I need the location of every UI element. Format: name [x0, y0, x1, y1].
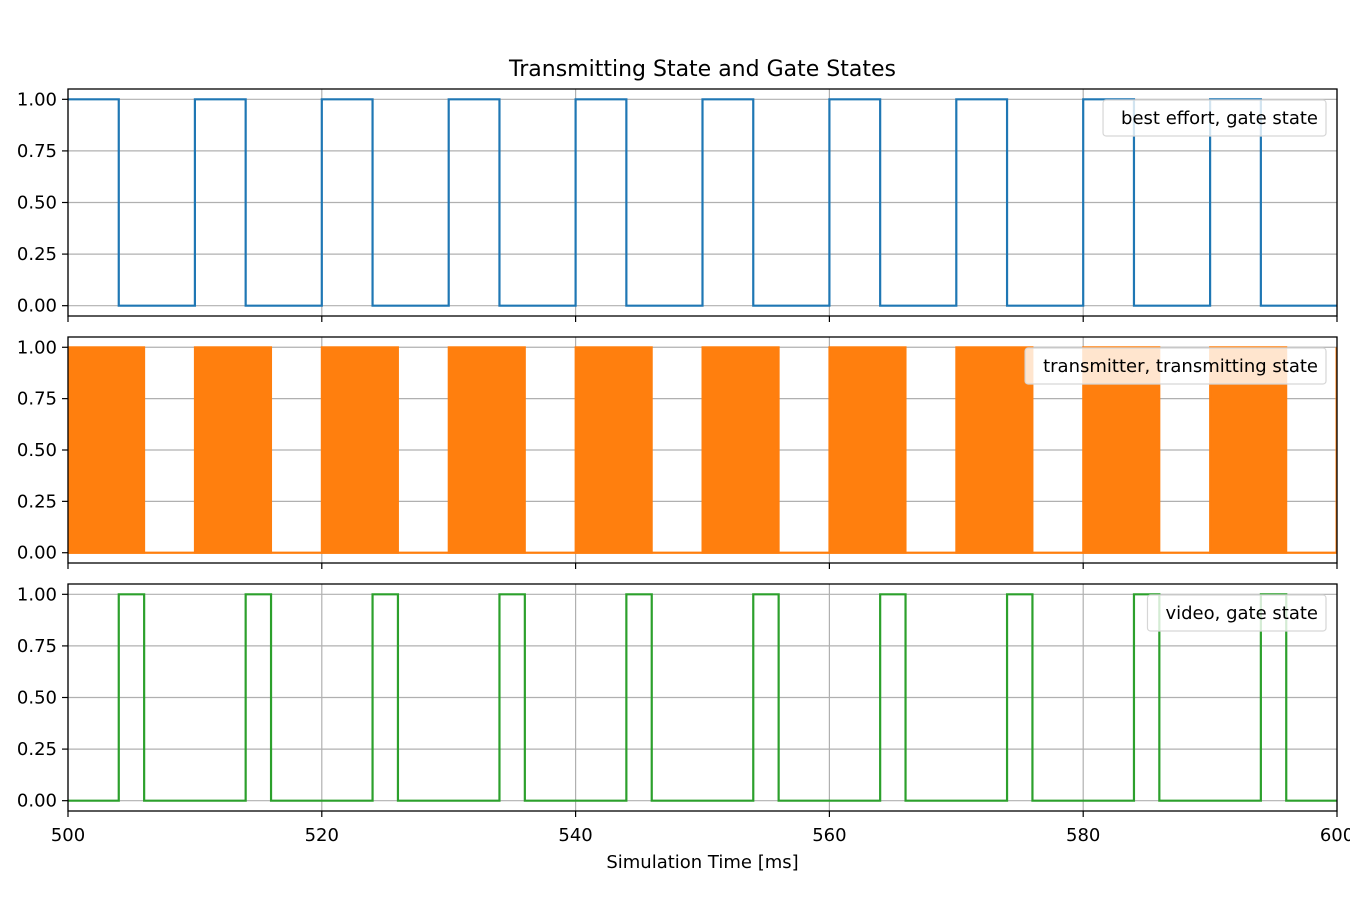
- y-tick-label: 0.00: [17, 791, 57, 812]
- active-block-8: [955, 346, 1034, 554]
- subplot-1: 0.00 0.25 0.50 0.75 1.00 best effort, gate st…: [17, 88, 1338, 322]
- x-tick-label: 560: [812, 825, 846, 846]
- x-tick-label: 580: [1066, 825, 1100, 846]
- chart-title: Transmitting State and Gate States: [508, 57, 896, 82]
- subplot-3: 0.00 0.25 0.50 0.75 1.00 video, gate state: [17, 583, 1338, 817]
- y-tick-label: 0.50: [17, 193, 57, 214]
- y-tick-label: 0.25: [17, 491, 57, 512]
- active-block-3: [320, 346, 399, 554]
- legend: best effort, gate state: [1102, 99, 1327, 137]
- y-tick-label: 1.00: [17, 89, 57, 110]
- y-tick-label: 0.50: [17, 688, 57, 709]
- active-block-6: [701, 346, 780, 554]
- subplot-2: 0.00 0.25 0.50 0.75 1.00 transmitter, transmi…: [17, 336, 1338, 569]
- series-line: [68, 98, 1337, 307]
- legend-box: [1102, 99, 1327, 137]
- legend-box: [1024, 347, 1327, 385]
- active-block-7: [828, 346, 907, 554]
- x-axis: 500 520 540 560 580 600: [51, 825, 1350, 846]
- subplots: 0.00 0.25 0.50 0.75 1.00 best effort, gate st…: [17, 88, 1338, 817]
- active-block-2: [193, 346, 273, 554]
- active-block-4: [447, 346, 526, 554]
- series-line: [68, 593, 1337, 802]
- y-tick-label: 0.00: [17, 296, 57, 317]
- y-tick-label: 0.25: [17, 739, 57, 760]
- x-tick-label: 600: [1320, 825, 1350, 846]
- y-tick-label: 0.75: [17, 636, 57, 657]
- legend-label: best effort, gate state: [1121, 108, 1318, 129]
- y-tick-label: 0.75: [17, 141, 57, 162]
- series-2: [68, 346, 1337, 554]
- legend: video, gate state: [1146, 594, 1327, 632]
- active-block-5: [574, 346, 653, 554]
- series-3: [68, 593, 1337, 802]
- legend: transmitter, transmitting state: [1024, 347, 1327, 385]
- y-tick-label: 1.00: [17, 584, 57, 605]
- legend-label: transmitter, transmitting state: [1043, 356, 1318, 377]
- legend-box: [1146, 594, 1327, 632]
- y-tick-label: 0.75: [17, 389, 57, 410]
- x-tick-label: 540: [558, 825, 592, 846]
- y-tick-label: 0.50: [17, 440, 57, 461]
- active-block-1: [68, 346, 146, 554]
- x-tick-label: 520: [305, 825, 339, 846]
- y-tick-label: 1.00: [17, 337, 57, 358]
- y-tick-label: 0.00: [17, 543, 57, 564]
- x-axis-label: Simulation Time [ms]: [606, 852, 798, 873]
- series-1: [68, 98, 1337, 307]
- legend-label: video, gate state: [1165, 603, 1318, 624]
- x-tick-label: 500: [51, 825, 85, 846]
- y-tick-label: 0.25: [17, 244, 57, 265]
